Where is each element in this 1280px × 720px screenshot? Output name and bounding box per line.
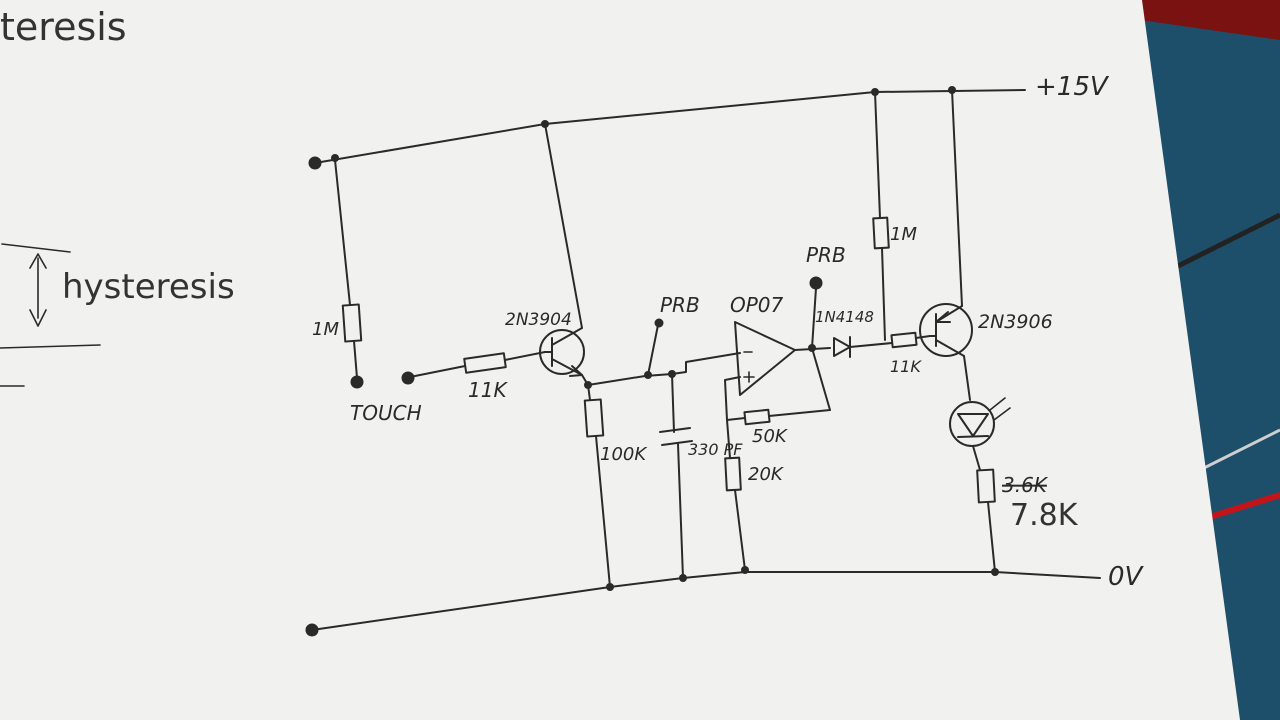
touch-label: TOUCH (350, 401, 422, 425)
resistor-base-pnp-label: 11K (890, 357, 922, 376)
black-wire (1168, 212, 1280, 273)
resistor-led: 3.6K 7.8K (976, 468, 1079, 573)
resistor-base-label: 11K (468, 378, 508, 402)
probe-1-label: PRB (660, 293, 700, 317)
signal-line (587, 352, 741, 386)
resistor-feedback-label: 50K (752, 426, 788, 447)
supply-terminal (308, 156, 322, 170)
transistor-pnp: 2N3906 (919, 89, 1053, 357)
transistor-pnp-label: 2N3906 (978, 311, 1053, 333)
capacitor-label: 330 PF (688, 440, 743, 459)
hysteresis-label: hysteresis (62, 267, 235, 307)
feedback-network: 50K 20K (724, 347, 831, 571)
hysteresis-note: teresis hysteresis (0, 5, 235, 387)
resistor-pullup: 1M (872, 91, 917, 341)
resistor-led-new-label: 7.8K (1010, 498, 1079, 533)
red-object (1140, 0, 1280, 40)
probe-2-label: PRB (806, 243, 846, 267)
grey-wire (1199, 428, 1280, 472)
touch-input: TOUCH (350, 371, 422, 425)
led (949, 355, 1011, 471)
resistor-emitter-label: 100K (600, 444, 647, 465)
opamp-label: OP07 (730, 293, 784, 317)
resistor-pullup-label: 1M (890, 224, 917, 245)
resistor-base-pnp: 11K (890, 331, 931, 376)
resistor-touch-pull: 1M (312, 159, 364, 389)
resistor-led-old-label: 3.6K (1002, 473, 1049, 497)
paper-sheet (0, 0, 1240, 720)
ground-terminal (305, 623, 319, 637)
diode-label: 1N4148 (815, 308, 874, 326)
resistor-base: 11K (409, 351, 546, 402)
supply-label: +15V (1035, 72, 1110, 102)
ground-label: 0V (1108, 562, 1145, 592)
red-wire (1199, 492, 1280, 523)
opamp: OP07 (730, 293, 796, 396)
supply-node (331, 154, 339, 162)
transistor-npn-label: 2N3904 (505, 310, 572, 330)
transistor-npn: 2N3904 (505, 123, 585, 377)
ground-rail: 0V (311, 562, 1145, 631)
output-stage: PRB 1N4148 (794, 243, 893, 358)
resistor-touch-pull-label: 1M (312, 319, 339, 340)
header-title: teresis (0, 5, 127, 49)
probe-1: PRB (647, 293, 700, 376)
probe-2-terminal (809, 276, 823, 290)
resistor-divider-label: 20K (748, 464, 784, 485)
resistor-emitter: 100K (581, 374, 647, 588)
